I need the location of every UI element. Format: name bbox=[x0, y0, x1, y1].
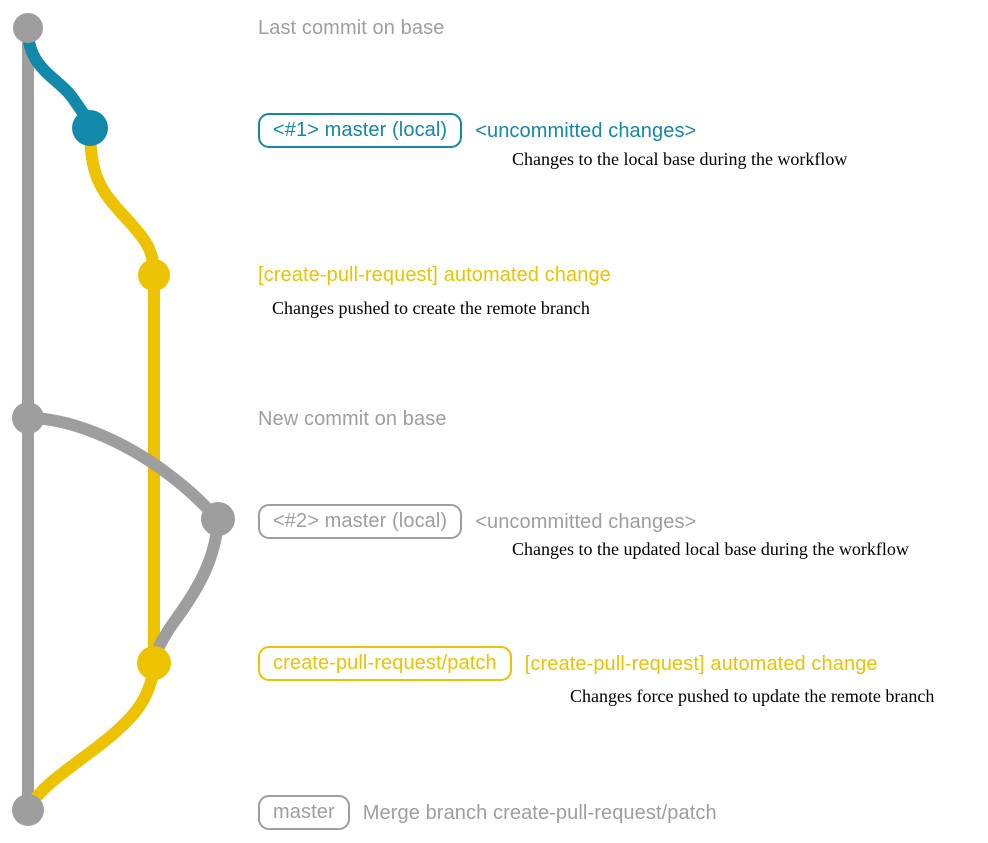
branch-pill-create-pull-request-patch[interactable]: create-pull-request/patch bbox=[258, 646, 512, 681]
patch-branch-line-1 bbox=[84, 127, 160, 276]
branch-pill-master[interactable]: master bbox=[258, 795, 350, 830]
commit-node-patch-commit-1[interactable] bbox=[138, 259, 170, 291]
entry-automated-change-update: create-pull-request/patch [create-pull-r… bbox=[258, 646, 878, 681]
entry-description-automated-change-update: Changes force pushed to update the remot… bbox=[570, 686, 935, 706]
commit-node-patch-commit-2[interactable] bbox=[137, 646, 171, 680]
entry-description-automated-change-create: Changes pushed to create the remote bran… bbox=[272, 298, 590, 318]
commit-node-merge[interactable] bbox=[12, 794, 44, 826]
entry-headline: <uncommitted changes> bbox=[475, 510, 697, 533]
entry-headline: Merge branch create-pull-request/patch bbox=[362, 801, 717, 824]
entry-headline: [create-pull-request] automated change bbox=[258, 264, 611, 286]
commit-node-local-commit-1[interactable] bbox=[72, 110, 108, 146]
entry-local-master-2: <#2> master (local) <uncommitted changes… bbox=[258, 504, 696, 539]
entry-description-local-master-2: Changes to the updated local base during… bbox=[512, 539, 909, 559]
branch-pill-local-master-1[interactable]: <#1> master (local) bbox=[258, 113, 463, 148]
entry-automated-change-create: [create-pull-request] automated change bbox=[258, 265, 611, 285]
entry-description-local-master-1: Changes to the local base during the wor… bbox=[512, 149, 848, 169]
entry-merge-commit: master Merge branch create-pull-request/… bbox=[258, 795, 717, 830]
entry-headline: <uncommitted changes> bbox=[475, 119, 697, 142]
entry-headline: [create-pull-request] automated change bbox=[524, 652, 878, 675]
entry-new-commit-on-base: New commit on base bbox=[258, 409, 447, 429]
patch-merge-line bbox=[22, 662, 160, 813]
entry-headline: New commit on base bbox=[258, 408, 447, 430]
entry-last-commit-on-base: Last commit on base bbox=[258, 18, 444, 38]
entry-local-master-1: <#1> master (local) <uncommitted changes… bbox=[258, 113, 696, 148]
entry-headline: Last commit on base bbox=[258, 17, 445, 39]
local-branch-line-2 bbox=[27, 412, 223, 524]
branch-pill-local-master-2[interactable]: <#2> master (local) bbox=[258, 504, 463, 539]
commit-node-base-head[interactable] bbox=[13, 13, 43, 43]
local-merge-line-2 bbox=[148, 518, 224, 665]
commit-node-local-commit-2[interactable] bbox=[201, 502, 235, 536]
commit-node-base-commit-2[interactable] bbox=[12, 402, 44, 434]
